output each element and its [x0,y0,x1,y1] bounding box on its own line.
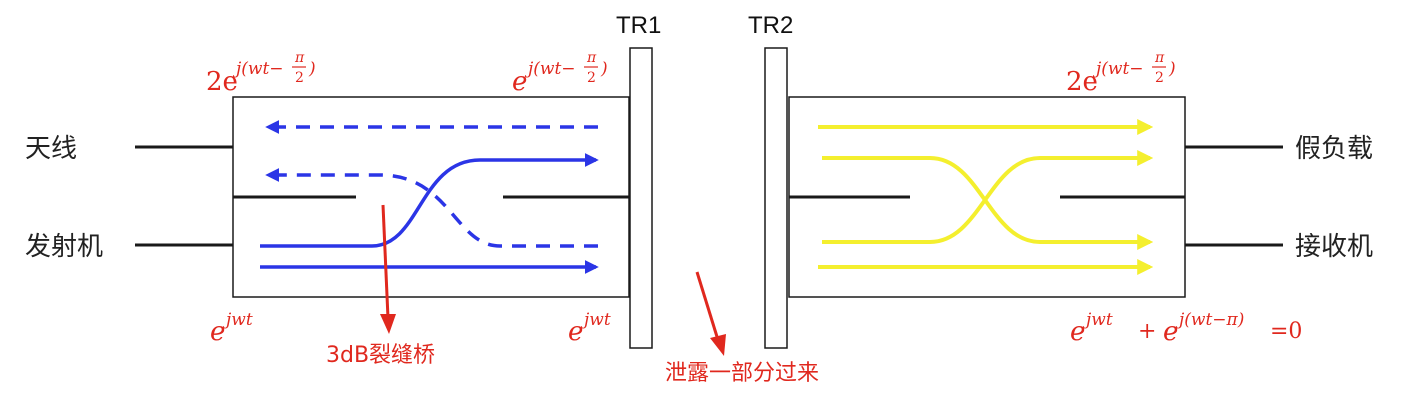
svg-text:j(wt−: j(wt− [232,59,284,79]
svg-text:e: e [1070,317,1085,347]
svg-text:): ) [1168,59,1176,79]
expr-right-bottom: e jwt + e j(wt−π) =0 [1070,310,1302,347]
svg-text:jwt: jwt [222,310,253,330]
expr-right-top: 2e j(wt− π 2 ) [1066,50,1176,97]
svg-text:e: e [568,317,583,347]
svg-text:e: e [210,317,225,347]
svg-text:+: + [1138,319,1156,344]
svg-text:): ) [308,59,316,79]
expr-left-top: 2e j(wt− π 2 ) [206,50,316,97]
svg-text:2: 2 [295,70,304,86]
transmitter-label: 发射机 [25,232,103,262]
blue-reflect-cross [265,168,598,248]
hybrid-annotation: 3dB裂缝桥 [326,343,435,368]
svg-text:jwt: jwt [1082,310,1113,330]
expr-mid-bottom: e jwt [568,310,611,347]
svg-text:π: π [586,50,597,66]
dummy-load-label: 假负载 [1295,134,1373,164]
blue-tx-cross [260,153,599,248]
svg-text:jwt: jwt [580,310,611,330]
leak-pointer-arrow [695,271,726,356]
tr2-label: TR2 [748,12,793,39]
svg-text:π: π [294,50,305,66]
svg-text:2e: 2e [1066,67,1098,97]
svg-text:): ) [600,59,608,79]
svg-text:2: 2 [1155,70,1164,86]
svg-text:j(wt−π): j(wt−π) [1175,310,1244,330]
receiver-label: 接收机 [1295,232,1373,262]
hybrid-pointer-arrow [380,204,396,334]
svg-text:=0: =0 [1270,319,1302,344]
tr2-tube [764,47,788,349]
svg-text:2e: 2e [206,67,238,97]
svg-text:2: 2 [587,70,596,86]
svg-text:e: e [512,67,527,97]
svg-text:π: π [1154,50,1165,66]
leak-annotation: 泄露一部分过来 [665,361,819,386]
svg-text:j(wt−: j(wt− [524,59,576,79]
svg-text:e: e [1163,317,1178,347]
tr1-tube [629,47,653,349]
tr1-label: TR1 [616,12,661,39]
expr-left-bottom: e jwt [210,310,253,347]
antenna-label: 天线 [25,134,77,164]
yellow-cross-up [822,150,1154,244]
svg-text:j(wt−: j(wt− [1092,59,1144,79]
expr-mid-top: e j(wt− π 2 ) [512,50,608,97]
